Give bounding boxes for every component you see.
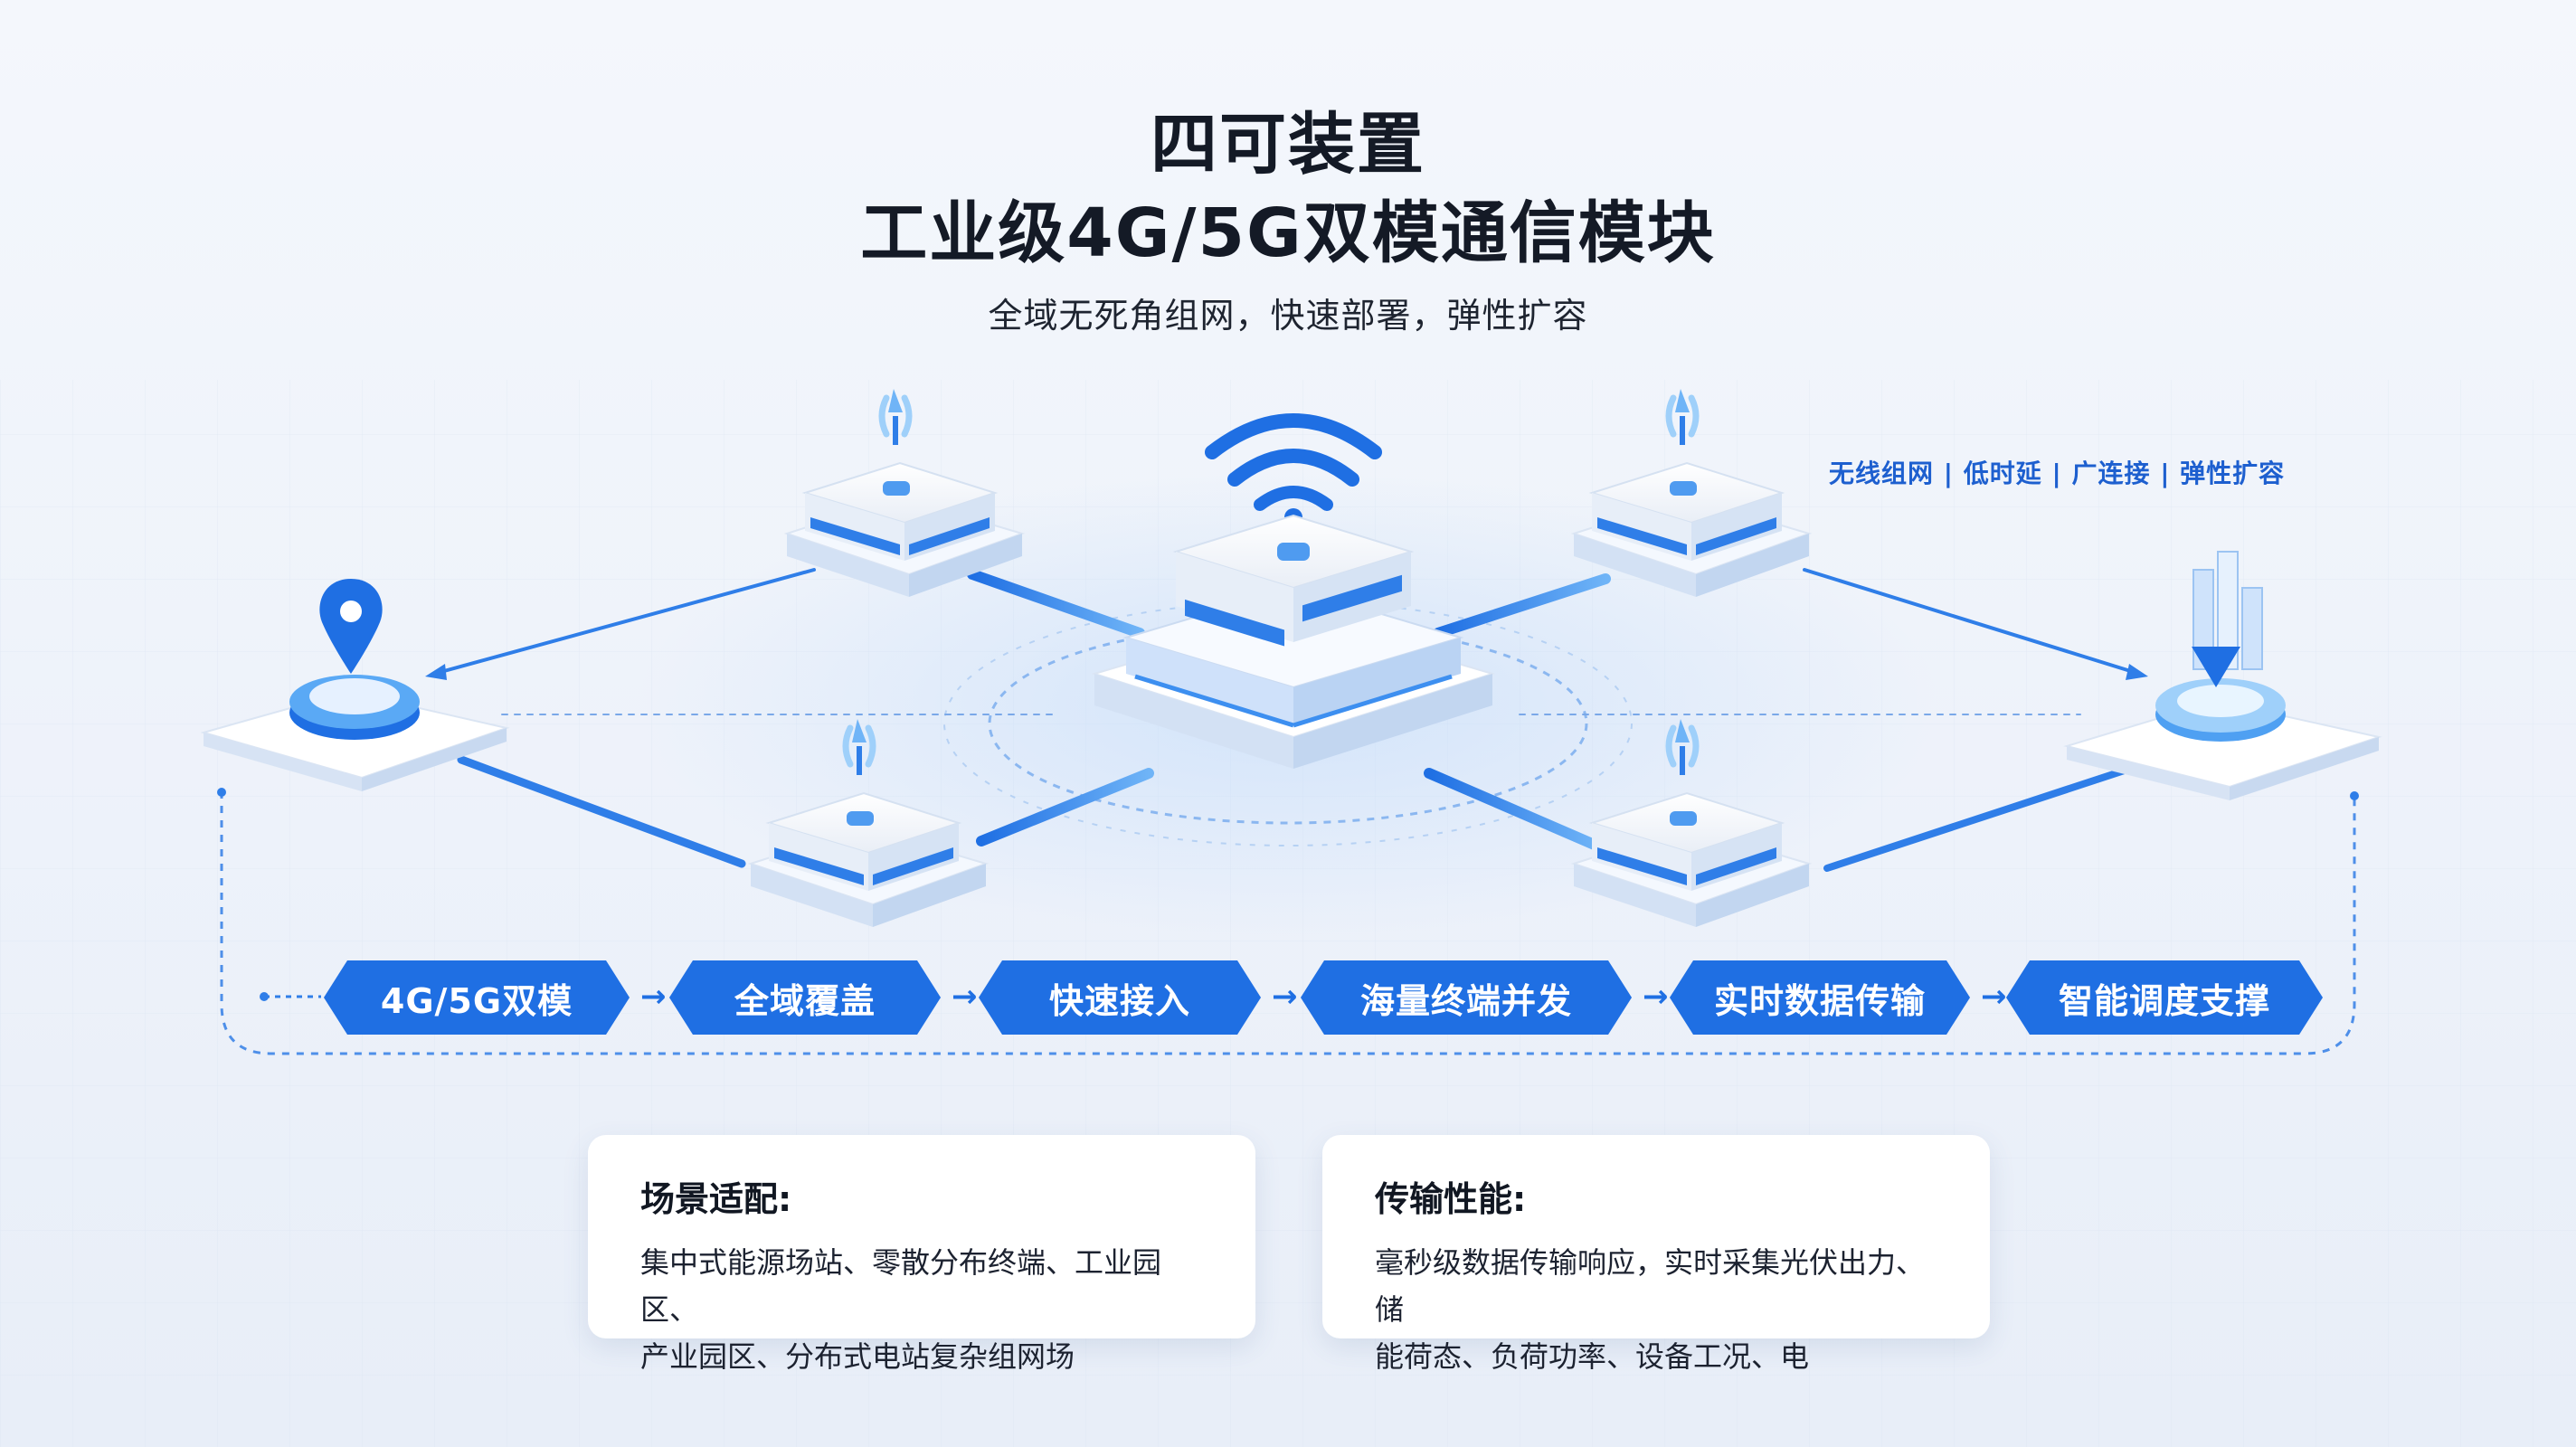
performance-card: 传输性能: 毫秒级数据传输响应，实时采集光伏出力、储 能荷态、负荷功率、设备工况… [1322,1135,1990,1374]
connection-lines [425,568,2148,872]
node-device-top-left [783,389,1026,597]
node-device-top-right [1570,389,1813,597]
data-tower-icon [2192,551,2263,687]
node-device-bottom-left [747,719,990,927]
location-pin-icon [319,579,383,674]
performance-card-body-line1: 毫秒级数据传输响应，实时采集光伏出力、储 [1375,1245,1926,1327]
performance-card-body-line2: 能荷态、负荷功率、设备工况、电 [1375,1339,1810,1374]
hub-device [1091,413,1496,769]
scenario-card-body-line2: 产业园区、分布式电站复杂组网场 [640,1339,1075,1374]
location-platform [200,675,510,791]
page-subtitle: 全域无死角组网，快速部署，弹性扩容 [988,296,1588,336]
scenario-card-body-line1: 集中式能源场站、零散分布终端、工业园区、 [640,1245,1162,1327]
flow-step-scheduling: 智能调度支撑 [2006,960,2323,1035]
flow-step-coverage: 全域覆盖 [669,960,941,1035]
data-tower-platform [2063,678,2382,800]
flow-step-access: 快速接入 [979,960,1261,1035]
flow-step-dual-mode: 4G/5G双模 [324,960,630,1035]
performance-card-title: 传输性能: [1375,1179,1527,1219]
page-title-line2: 工业级4G/5G双模通信模块 [860,194,1716,272]
signal-antenna-icon [878,389,913,445]
signal-antenna-icon [1665,719,1700,775]
flow-step-concurrency: 海量终端并发 [1301,960,1632,1035]
signal-antenna-icon [1665,389,1700,445]
page-title-line1: 四可装置 [1151,106,1425,184]
feature-tagline: 无线组网 | 低时延 | 广连接 | 弹性扩容 [1829,459,2286,488]
node-device-bottom-right [1570,719,1813,927]
flow-step-transmission: 实时数据传输 [1670,960,1970,1035]
signal-antenna-icon [842,719,876,775]
scenario-card-title: 场景适配: [640,1179,792,1219]
scenario-card: 场景适配: 集中式能源场站、零散分布终端、工业园区、 产业园区、分布式电站复杂组… [588,1135,1255,1374]
wifi-icon [1205,413,1382,526]
